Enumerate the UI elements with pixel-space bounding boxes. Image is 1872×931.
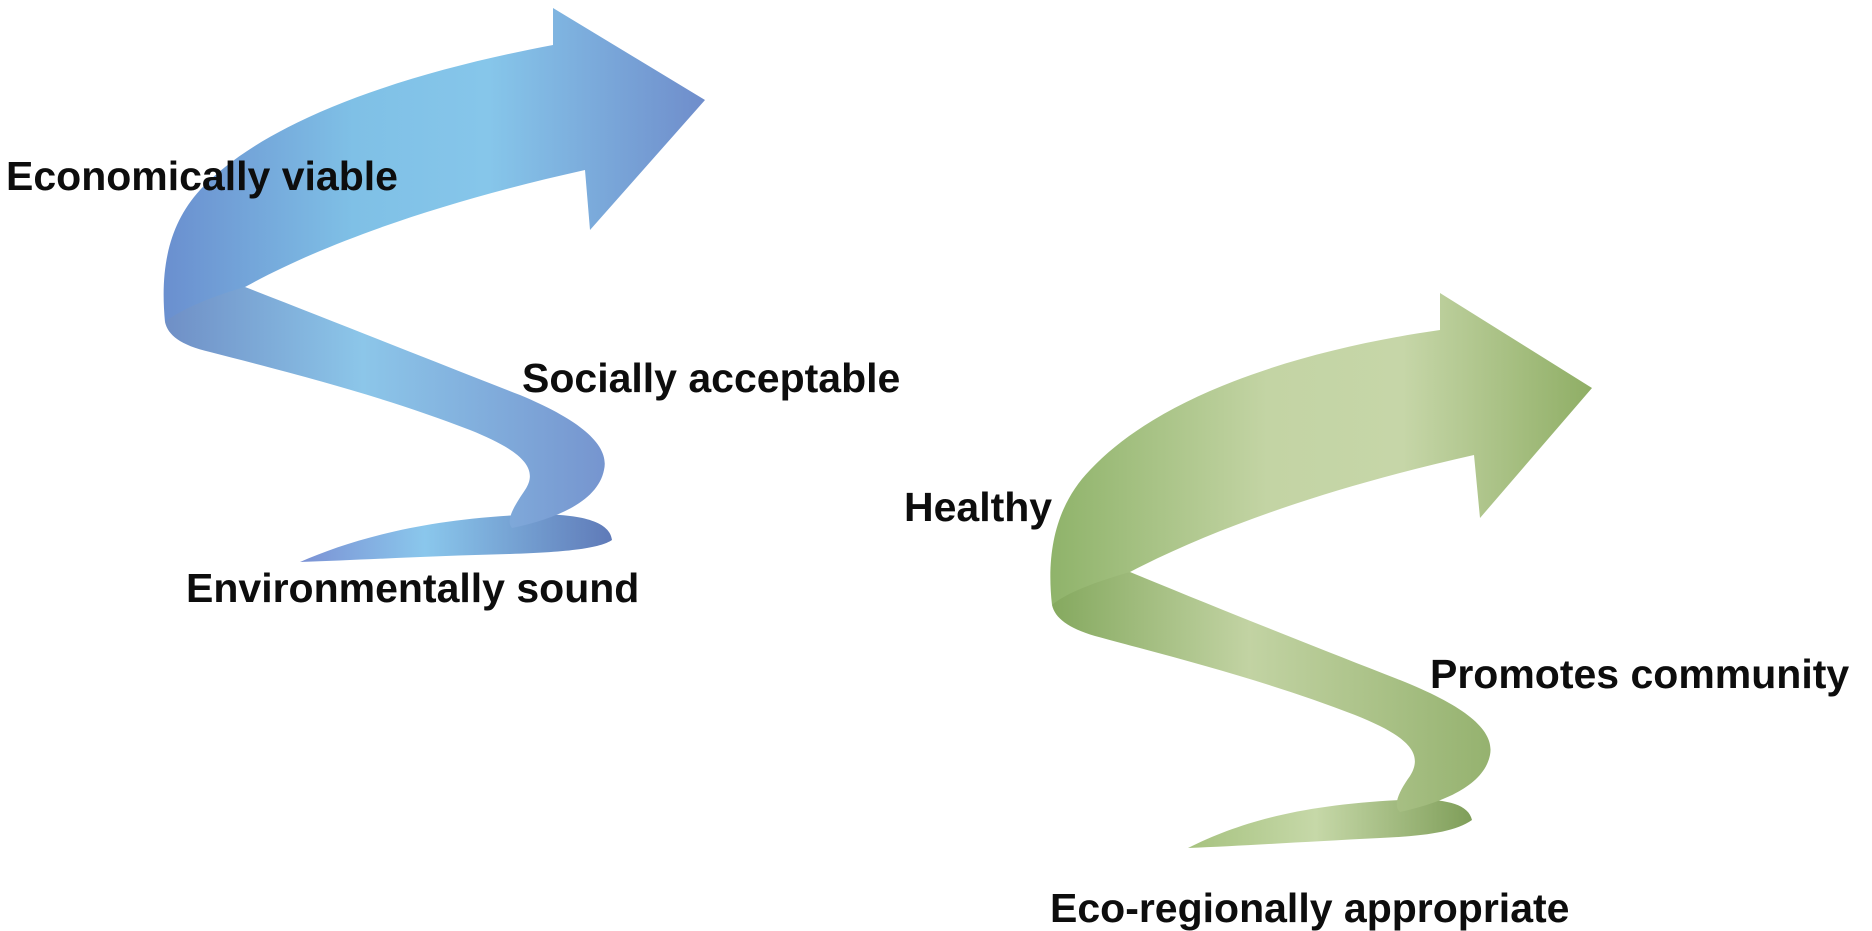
label-socially-acceptable: Socially acceptable <box>522 355 901 401</box>
green-spiral-arrow <box>1050 293 1592 605</box>
label-economically-viable: Economically viable <box>6 153 398 199</box>
green-spiral-tail <box>1188 799 1472 848</box>
blue-spiral-tail <box>300 514 612 562</box>
blue-spiral <box>163 8 705 562</box>
green-spiral <box>1050 293 1592 848</box>
label-eco-regionally-appropriate: Eco-regionally appropriate <box>1050 885 1570 931</box>
label-promotes-community: Promotes community <box>1430 651 1850 697</box>
blue-spiral-arrow <box>163 8 705 322</box>
label-environmentally-sound: Environmentally sound <box>186 565 640 611</box>
label-healthy: Healthy <box>904 484 1053 530</box>
green-spiral-middle <box>1052 572 1491 812</box>
blue-spiral-middle <box>165 287 605 528</box>
